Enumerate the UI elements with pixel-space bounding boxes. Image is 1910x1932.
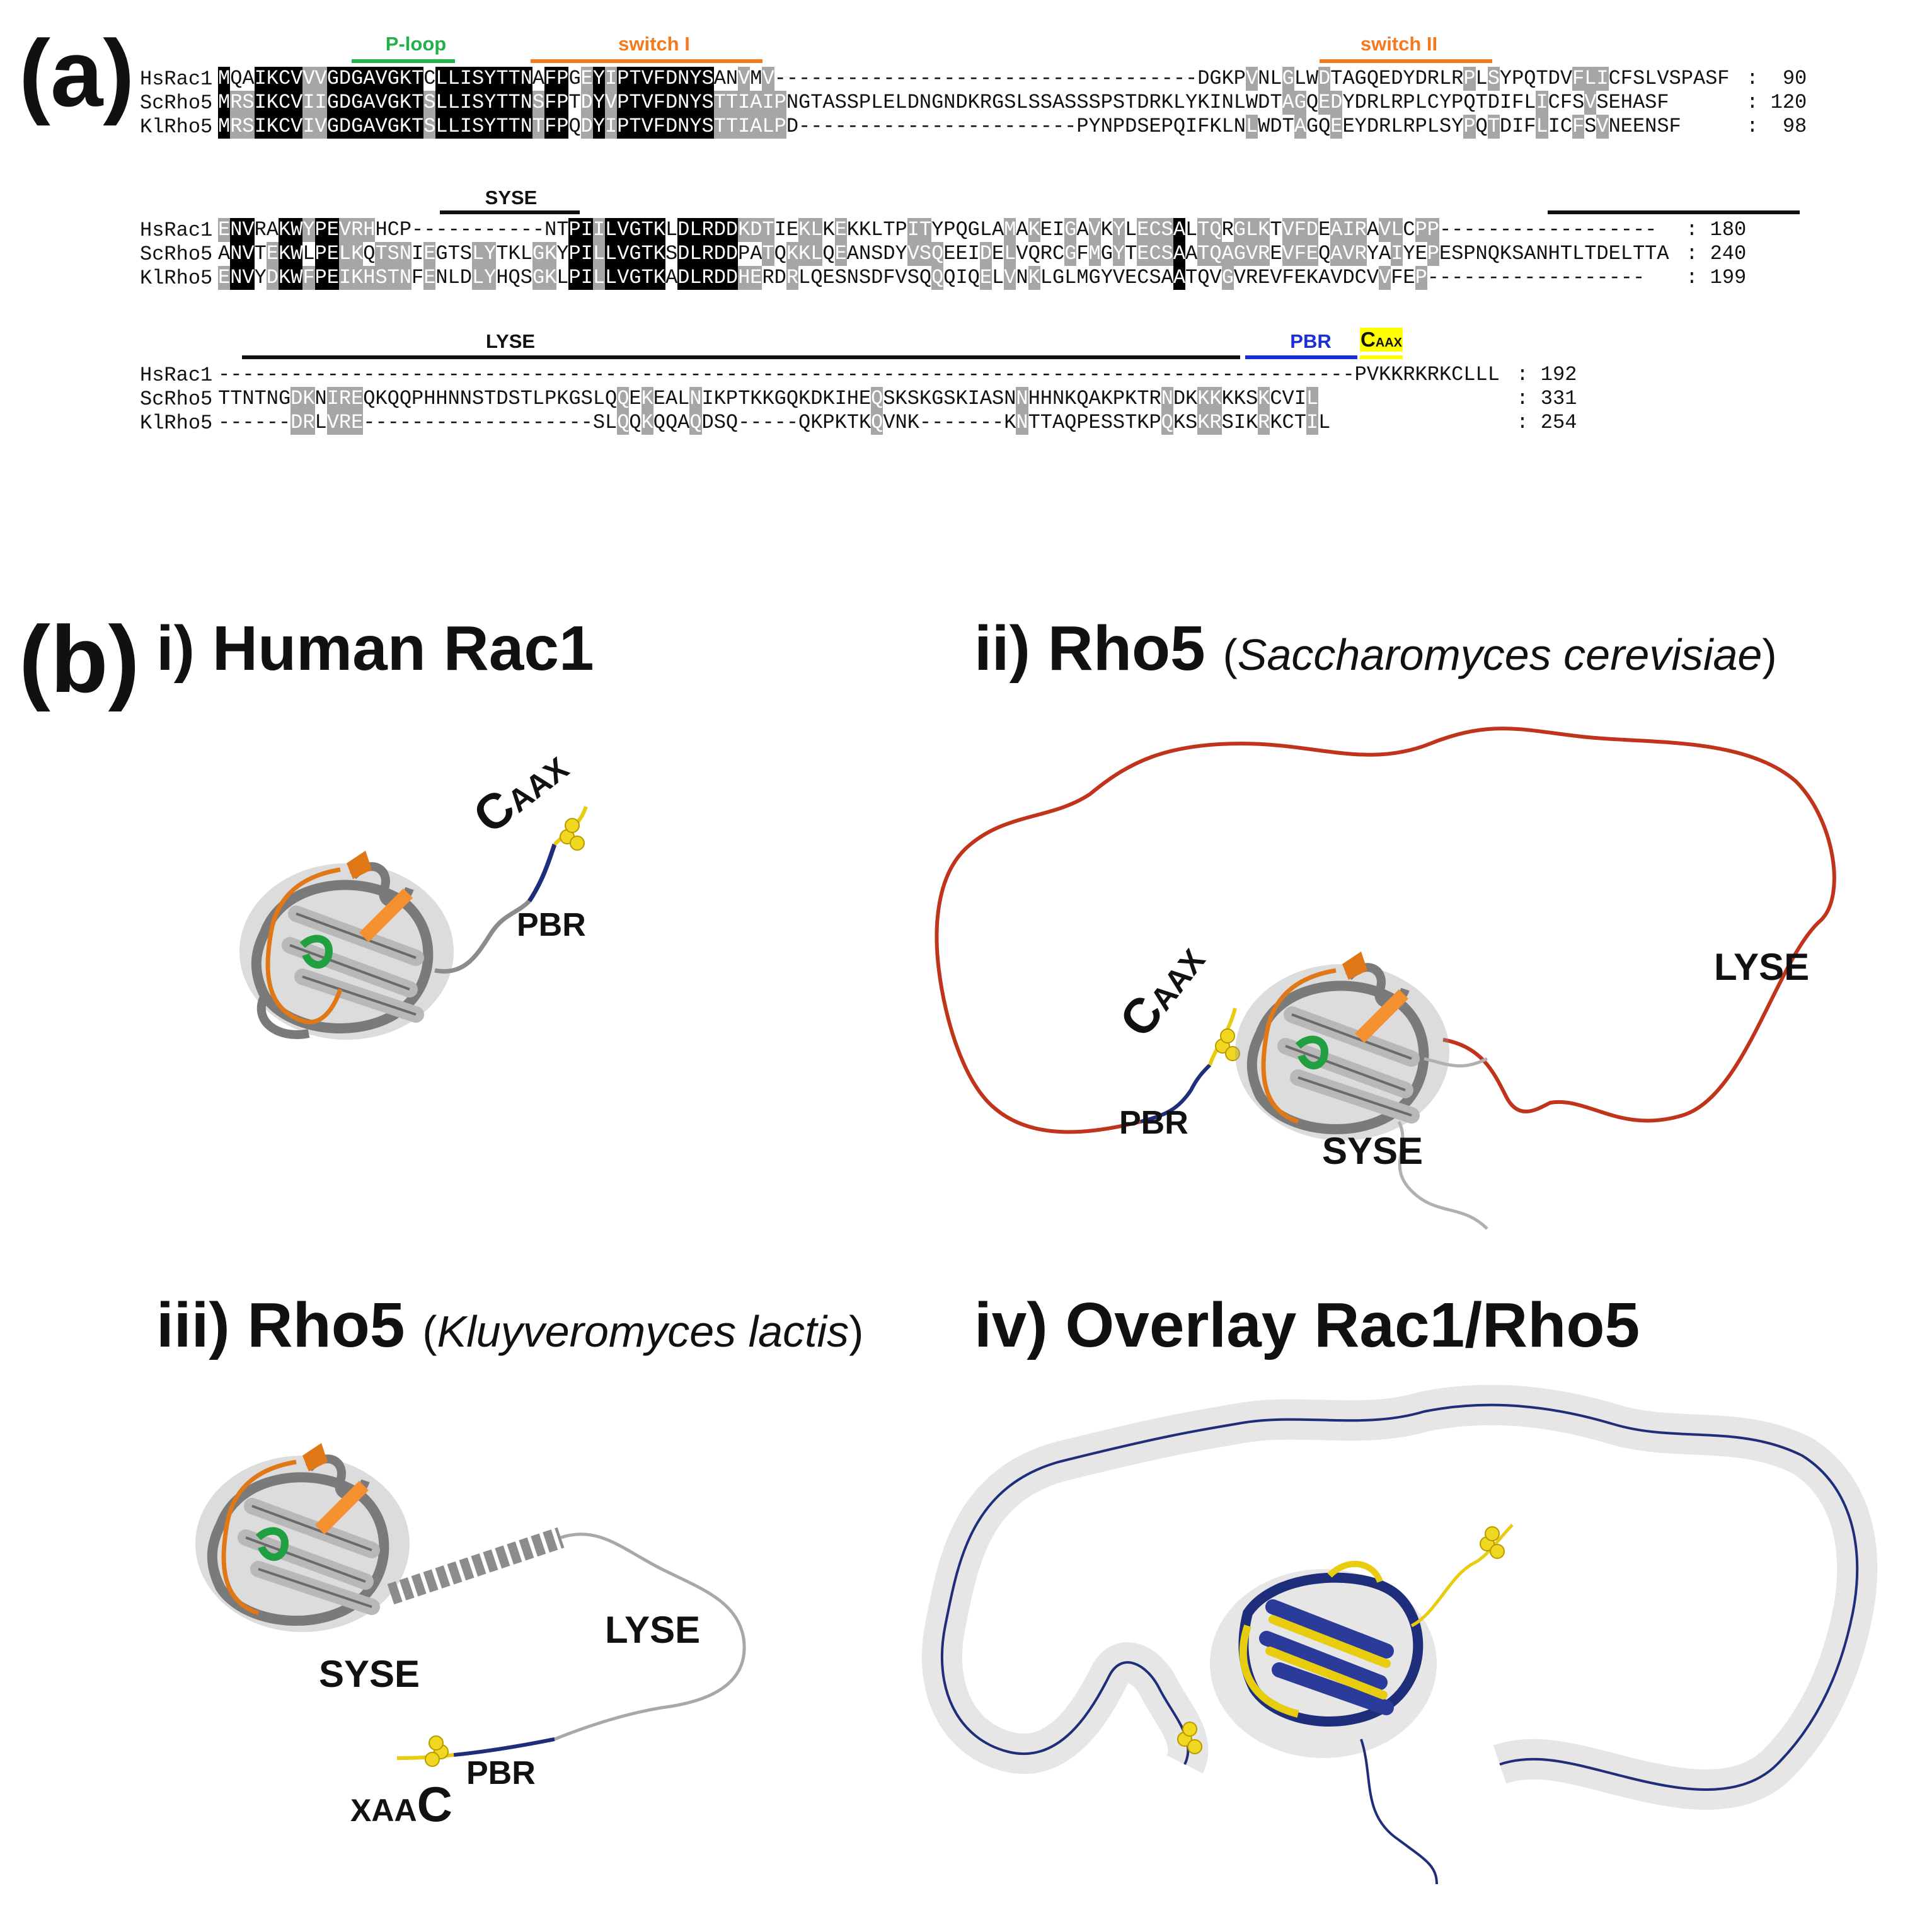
- sequence-residues: ENVRAKWYPEVRHHCP-----------NTPIILVGTKLDL…: [218, 218, 1657, 242]
- sequence-name: KlRho5: [140, 266, 213, 290]
- sequence-residues: TTNTNGDKNIREQKQQPHHNNSTDSTLPKGSLQQEKEALN…: [218, 387, 1319, 411]
- p-loop-label: P-loop: [385, 33, 447, 55]
- sequence-name: HsRac1: [140, 363, 213, 387]
- sequence-position-number: : 192: [1504, 363, 1577, 386]
- sequence-residues: MRSIKCVIVGDGAVGKTSLLISYTTNTFPQDYIPTVFDNY…: [218, 115, 1681, 139]
- sequence-residues: ANVTEKWLPELKQTSNIEGTSLYTKLGKYPILLVGTKSDL…: [218, 242, 1669, 266]
- overlay-cysteine-spheres-right: [1480, 1526, 1505, 1559]
- sequence-residues: ------DRLVRE-------------------SLQQKQQAQ…: [218, 411, 1331, 435]
- subpanel-iv-title: iv) Overlay Rac1/Rho5: [974, 1290, 1640, 1360]
- syse-bar: [440, 210, 580, 214]
- sequence-name: HsRac1: [140, 67, 213, 91]
- sequence-residues: MRSIKCVIIGDGAVGKTSLLISYTTNSFPTDYVPTVFDNY…: [218, 91, 1669, 115]
- sequence-name: KlRho5: [140, 411, 213, 435]
- species-kl: Kluyveromyces lactis: [437, 1307, 849, 1356]
- overlay-syse-loop: [1360, 1739, 1438, 1885]
- sequence-residues: ENVYDKWFPEIKHSTNFENLDLYHQSGKLPILLVGTKADL…: [218, 266, 1645, 290]
- pbr-bar: [1245, 355, 1357, 359]
- switch1-bar: [531, 59, 762, 63]
- subpanel-ii-title: ii) Rho5 (Saccharomyces cerevisiae): [974, 613, 1777, 684]
- sequence-position-number: : 90: [1734, 67, 1807, 90]
- rac1-globular-core: [239, 862, 454, 1040]
- switch1-label: switch I: [618, 33, 690, 55]
- sequence-name: KlRho5: [140, 115, 213, 139]
- syse-label: SYSE: [485, 187, 538, 209]
- rac1-tail-gray: [434, 899, 531, 974]
- scrho5-pbr-label: PBR: [1119, 1105, 1188, 1141]
- species-sc: Saccharomyces cerevisiae: [1237, 630, 1763, 679]
- overlay-structure: [921, 1384, 1878, 1885]
- klrho5-lyse-loop: [554, 1532, 746, 1741]
- switch2-bar: [1320, 59, 1492, 63]
- klrho5-helix: [387, 1527, 565, 1605]
- lyse-bar-bottom: [242, 355, 1240, 359]
- klrho5-pbr-segment: [453, 1737, 555, 1757]
- subpanel-i-title: i) Human Rac1: [156, 613, 594, 684]
- sequence-position-number: : 331: [1504, 387, 1577, 410]
- klrho5-cysteine-spheres: [425, 1735, 449, 1767]
- rac1-cysteine-spheres: [560, 818, 585, 851]
- rac1-pbr-segment: [527, 843, 557, 902]
- caax-label-a: CAAX: [1360, 328, 1403, 352]
- sequence-name: ScRho5: [140, 242, 213, 266]
- sequence-residues: MQAIKCVVVGDGAVGKTCLLISYTTNAFPGEYIPTVFDNY…: [218, 67, 1730, 91]
- klrho5-lyse-label: LYSE: [605, 1609, 701, 1651]
- panel-a-label: (a): [19, 20, 135, 126]
- overlay-globular-core: [1210, 1561, 1437, 1758]
- sequence-position-number: : 199: [1674, 266, 1747, 289]
- scrho5-pbr-segment: [1140, 1063, 1212, 1124]
- klrho5-structure: [195, 1443, 746, 1767]
- rac1-pbr-label: PBR: [517, 907, 586, 943]
- klrho5-xaac-label: XAAC: [350, 1776, 452, 1832]
- scrho5-syse-label: SYSE: [1322, 1130, 1424, 1172]
- switch2-label: switch II: [1360, 33, 1438, 55]
- klrho5-syse-label: SYSE: [319, 1653, 420, 1695]
- caax-bar: [1360, 355, 1403, 359]
- rac1-switch-helix: [347, 851, 372, 879]
- sequence-name: HsRac1: [140, 218, 213, 242]
- scrho5-globular-core: [1235, 952, 1488, 1230]
- sequence-position-number: : 254: [1504, 411, 1577, 434]
- klrho5-pbr-label: PBR: [466, 1755, 536, 1791]
- rac1-switch-strand: [359, 888, 413, 942]
- alignment-row: KlRho5------DRLVRE-------------------SLQ…: [140, 411, 1330, 435]
- overlay-cysteine-spheres-left: [1177, 1722, 1202, 1754]
- p-loop-bar: [352, 59, 455, 63]
- sequence-position-number: : 98: [1734, 115, 1807, 138]
- pbr-label-a: PBR: [1290, 330, 1332, 352]
- subpanel-iii-title: iii) Rho5 (Kluyveromyces lactis): [156, 1290, 864, 1360]
- scrho5-cysteine-spheres: [1215, 1028, 1240, 1061]
- overlay-navy-backbone: [940, 1403, 1859, 1791]
- scrho5-structure: [935, 727, 1836, 1230]
- sequence-residues: ----------------------------------------…: [218, 363, 1500, 386]
- rac1-switch-region: [265, 867, 343, 1025]
- scrho5-lyse-loop: [935, 727, 1836, 1134]
- klrho5-globular-core: [195, 1443, 410, 1632]
- sequence-name: ScRho5: [140, 91, 213, 115]
- overlay-rac1-tail: [1410, 1524, 1514, 1628]
- scrho5-lyse-label: LYSE: [1714, 946, 1810, 988]
- panel-b-label: (b): [19, 606, 140, 712]
- sequence-position-number: : 180: [1674, 218, 1747, 241]
- lyse-bar-top: [1548, 210, 1800, 214]
- lyse-label: LYSE: [485, 330, 536, 352]
- rac1-p-loop: [299, 934, 333, 969]
- rac1-structure: [239, 805, 588, 1040]
- alignment-row: HsRac1----------------------------------…: [140, 363, 1500, 387]
- sequence-position-number: : 120: [1734, 91, 1807, 114]
- sequence-position-number: : 240: [1674, 242, 1747, 265]
- sequence-name: ScRho5: [140, 387, 213, 411]
